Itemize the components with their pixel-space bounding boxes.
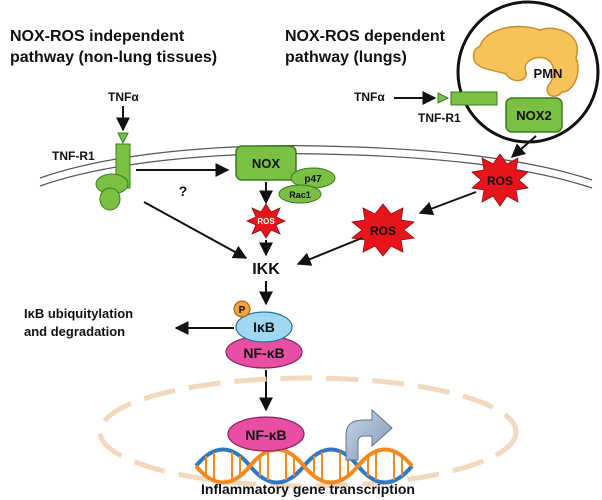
nox2-box xyxy=(505,97,563,133)
nucleus-envelope xyxy=(97,375,519,489)
nfkb-nucleus-label: NF-κB xyxy=(245,427,286,443)
ikb-ubiq-line2: and degradation xyxy=(24,324,125,339)
ikk-label: IKK xyxy=(252,261,280,278)
rac1-label: Rac1 xyxy=(289,190,311,200)
ros-small-burst xyxy=(246,203,286,239)
rac1-ellipse xyxy=(278,184,322,204)
p47-label: p47 xyxy=(304,174,322,185)
pmn-cell: PMN xyxy=(456,0,600,144)
nox2-to-ros-arrow xyxy=(510,135,537,158)
ikb-ubiq-line1: IκB ubiquitylation xyxy=(24,306,133,321)
tnfr1-right-receptor xyxy=(450,91,498,106)
independent-heading-line1: NOX-ROS independent xyxy=(10,28,185,45)
nfkb-label: NF-κB xyxy=(243,345,284,361)
nox-label: NOX xyxy=(252,156,281,171)
ros-mid-burst xyxy=(351,203,415,257)
nox-box xyxy=(235,145,297,181)
ros-small-label: ROS xyxy=(257,217,275,226)
pmn-label: PMN xyxy=(534,66,563,81)
transcription-label: Inflammatory gene transcription xyxy=(201,481,415,497)
tnfr1-right-label: TNF-R1 xyxy=(418,111,461,125)
phosphate-label: P xyxy=(239,305,246,316)
receptor-to-ikk-arrow xyxy=(143,201,248,259)
tnfa-right-label: TNFα xyxy=(354,90,385,104)
ikb-label: IκB xyxy=(253,319,275,335)
ros-mid-to-ikk-arrow xyxy=(296,237,363,266)
tnfa-left-label: TNFα xyxy=(108,90,139,104)
phosphate-badge xyxy=(233,300,251,318)
nox2-label: NOX2 xyxy=(516,108,551,123)
ros-mid-label: ROS xyxy=(370,224,396,238)
ikb-ellipse xyxy=(235,311,293,343)
pmn-nucleus xyxy=(472,25,579,97)
question-mark: ? xyxy=(179,183,188,199)
ros-right-to-mid-arrow xyxy=(418,191,477,216)
dependent-heading-line2: pathway (lungs) xyxy=(285,49,407,66)
nfkb-nucleus-ellipse xyxy=(227,416,305,452)
transcription-arrow-icon xyxy=(345,408,393,461)
tnfa-right-ligand xyxy=(437,92,450,104)
tnfr1-left-label: TNF-R1 xyxy=(52,149,95,163)
dependent-heading-line1: NOX-ROS dependent xyxy=(285,28,446,45)
ros-right-label: ROS xyxy=(487,174,513,188)
ros-right-burst xyxy=(471,153,529,207)
independent-heading-line2: pathway (non-lung tissues) xyxy=(10,49,217,66)
tnfr1-left-domain-b xyxy=(99,187,121,211)
tnfa-left-ligand xyxy=(117,132,129,145)
dna-helix xyxy=(194,447,414,485)
